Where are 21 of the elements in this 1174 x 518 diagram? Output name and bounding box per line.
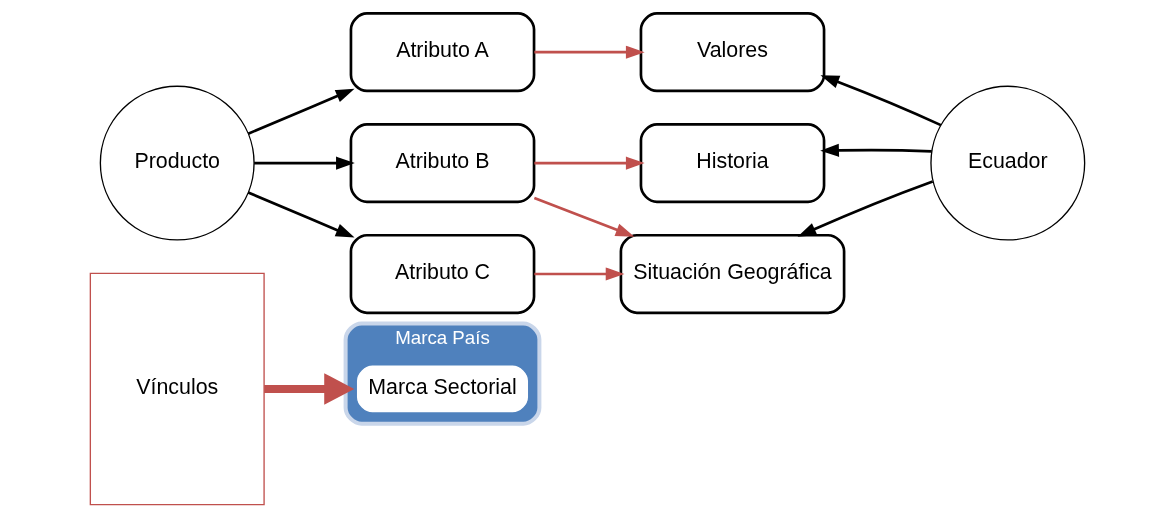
node-box: Valores (639, 12, 825, 93)
node-box: Marca Sectorial (355, 364, 529, 414)
arrow (797, 180, 933, 237)
arrow (533, 267, 624, 281)
arrow (247, 191, 355, 238)
node-box: Situación Geográfica (619, 233, 845, 315)
arrow (819, 143, 932, 157)
node-circle: Producto (99, 85, 255, 241)
arrow (819, 75, 941, 127)
node-box: Historia (639, 123, 825, 204)
arrow (253, 156, 355, 170)
node-box: Atributo A (349, 12, 535, 93)
arrow (263, 373, 354, 405)
arrow (533, 156, 645, 170)
node-box: Atributo B (349, 123, 535, 204)
arrow (247, 88, 355, 135)
node-box: Atributo C (349, 233, 535, 315)
arrow (533, 196, 634, 237)
node-circle: Ecuador (929, 85, 1085, 241)
node-box: Vínculos (89, 272, 265, 506)
arrow (533, 45, 645, 59)
